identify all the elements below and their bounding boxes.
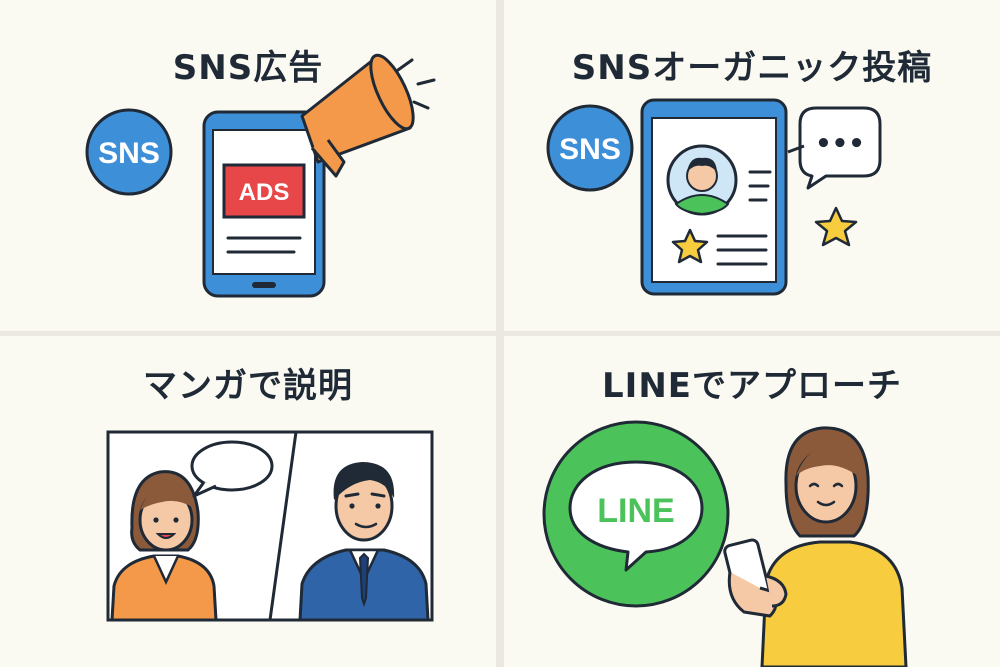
sns-badge-icon: SNS [85, 108, 173, 196]
speech-bubble-icon [190, 440, 274, 498]
sns-badge-label: SNS [98, 137, 160, 170]
ads-banner: ADS [222, 163, 306, 219]
panel-title-manga: マンガで説明 [143, 366, 353, 406]
comic-panel-divider [268, 431, 298, 621]
sns-badge-icon: SNS [546, 104, 634, 192]
panel-line: LINEでアプローチ LINE [504, 336, 1000, 667]
sns-organic-illustration: SNS [546, 98, 882, 296]
panel-sns-organic: SNSオーガニック投稿 SNS [504, 0, 1000, 331]
panel-title-sns-ads: SNS広告 [172, 48, 324, 88]
woman-with-phone-icon [723, 426, 908, 667]
avatar-icon [666, 144, 738, 216]
sns-ads-illustration: SNS ADS [85, 53, 436, 298]
star-icon [671, 228, 709, 264]
star-icon [814, 206, 858, 247]
ads-label: ADS [239, 179, 290, 206]
line-illustration: LINE [542, 420, 908, 667]
man-character-icon [298, 462, 430, 622]
line-logo-icon: LINE [542, 420, 730, 608]
sns-badge-label: SNS [559, 133, 621, 166]
line-logo-label: LINE [597, 492, 674, 530]
speech-bubble-icon: ••• [787, 106, 882, 190]
panel-title-line: LINEでアプローチ [602, 366, 902, 406]
panel-manga: マンガで説明 [0, 336, 496, 667]
woman-character-icon [110, 470, 218, 622]
manga-illustration [106, 430, 434, 622]
panel-title-sns-organic: SNSオーガニック投稿 [571, 48, 933, 88]
megaphone-icon [300, 53, 436, 178]
profile-text-lines [716, 170, 772, 266]
speech-bubble-dots: ••• [815, 129, 865, 159]
panel-sns-ads: SNS広告 SNS ADS [0, 0, 496, 331]
ad-text-lines [226, 236, 302, 254]
